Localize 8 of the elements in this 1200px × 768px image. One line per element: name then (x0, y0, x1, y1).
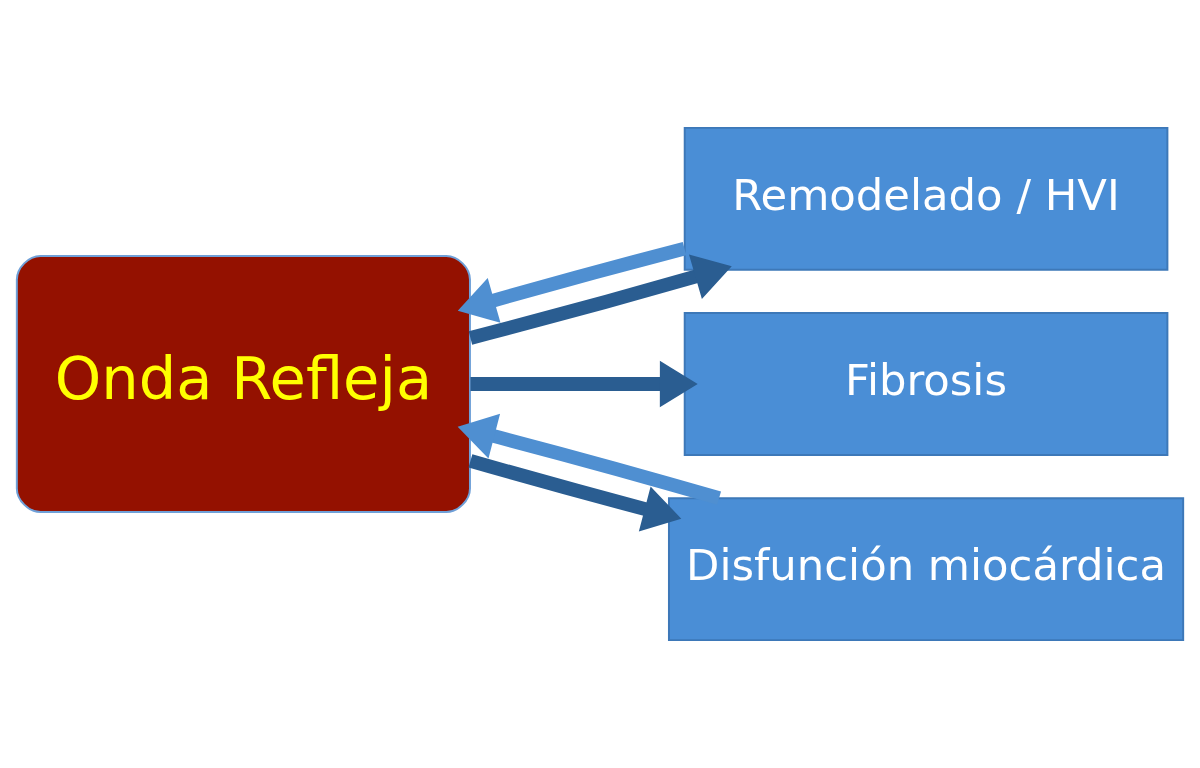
arrow (468, 254, 732, 345)
arrow (468, 454, 682, 532)
node-box: Disfunción miocárdica (667, 497, 1185, 642)
node-box: Remodelado / HVI (683, 126, 1169, 271)
node-box: Onda Refleja (15, 254, 471, 514)
arrow (457, 241, 687, 323)
node-box: Fibrosis (683, 312, 1169, 456)
arrow (470, 360, 698, 408)
